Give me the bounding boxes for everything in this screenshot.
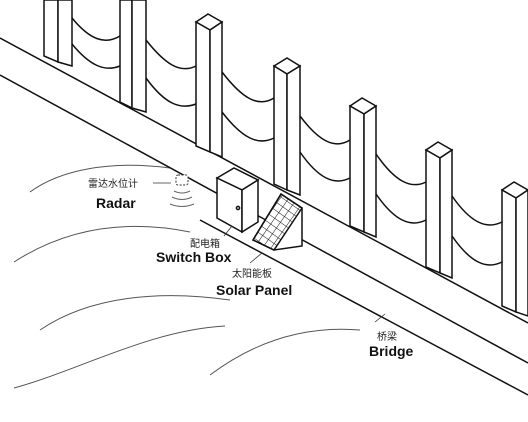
bridge-label-cn: 桥梁 bbox=[377, 330, 397, 343]
railing-cable bbox=[71, 43, 121, 69]
radar-wave-icon bbox=[169, 190, 195, 207]
bridge-leader-line bbox=[374, 313, 386, 323]
switch-box-label-en: Switch Box bbox=[156, 249, 232, 265]
deck-mid-edge bbox=[0, 74, 528, 364]
water-ripple bbox=[39, 295, 231, 331]
railing-post bbox=[194, 13, 224, 159]
leader-lines bbox=[153, 182, 386, 323]
railing-post bbox=[424, 141, 454, 280]
railing-cable bbox=[145, 77, 197, 107]
railing-post bbox=[272, 57, 302, 197]
bridge-label-en: Bridge bbox=[369, 343, 414, 359]
radar-label-cn: 雷达水位计 bbox=[88, 177, 138, 190]
water-ripple bbox=[13, 225, 191, 263]
bridge-deck bbox=[0, 37, 528, 396]
railing-post bbox=[43, 0, 73, 67]
solar-label-en: Solar Panel bbox=[216, 282, 292, 298]
switch-box-label-cn: 配电箱 bbox=[190, 237, 220, 250]
switch-box bbox=[215, 167, 260, 234]
radar-sensor bbox=[169, 174, 195, 207]
railing-cable bbox=[71, 17, 121, 41]
railing-post bbox=[348, 97, 378, 239]
solar-label-cn: 太阳能板 bbox=[232, 267, 272, 280]
switch-box-leader-line bbox=[223, 225, 233, 237]
railing-post bbox=[500, 181, 528, 317]
railing-cable bbox=[451, 235, 503, 266]
railing-cable bbox=[375, 193, 427, 224]
railing-cable bbox=[221, 71, 275, 103]
railing-cable bbox=[299, 151, 351, 182]
solar-panel bbox=[251, 192, 304, 251]
solar-leader-line bbox=[249, 252, 263, 264]
water-ripple bbox=[209, 328, 361, 376]
deck-bottom-edge bbox=[199, 219, 528, 396]
switch-box-lock-icon bbox=[235, 205, 241, 211]
railing-cable bbox=[221, 111, 275, 142]
water-ripples bbox=[13, 164, 361, 389]
deck-top-edge bbox=[0, 37, 528, 324]
railing-cable bbox=[451, 195, 503, 226]
railing-cable bbox=[299, 115, 351, 145]
railing-cable bbox=[145, 39, 197, 70]
railing-post bbox=[119, 0, 147, 113]
radar-label-en: Radar bbox=[96, 195, 136, 211]
railing-posts bbox=[43, 0, 528, 317]
water-ripple bbox=[29, 164, 171, 193]
water-ripple bbox=[13, 325, 226, 389]
railing-cables bbox=[71, 17, 503, 266]
railing-cable bbox=[375, 153, 427, 186]
